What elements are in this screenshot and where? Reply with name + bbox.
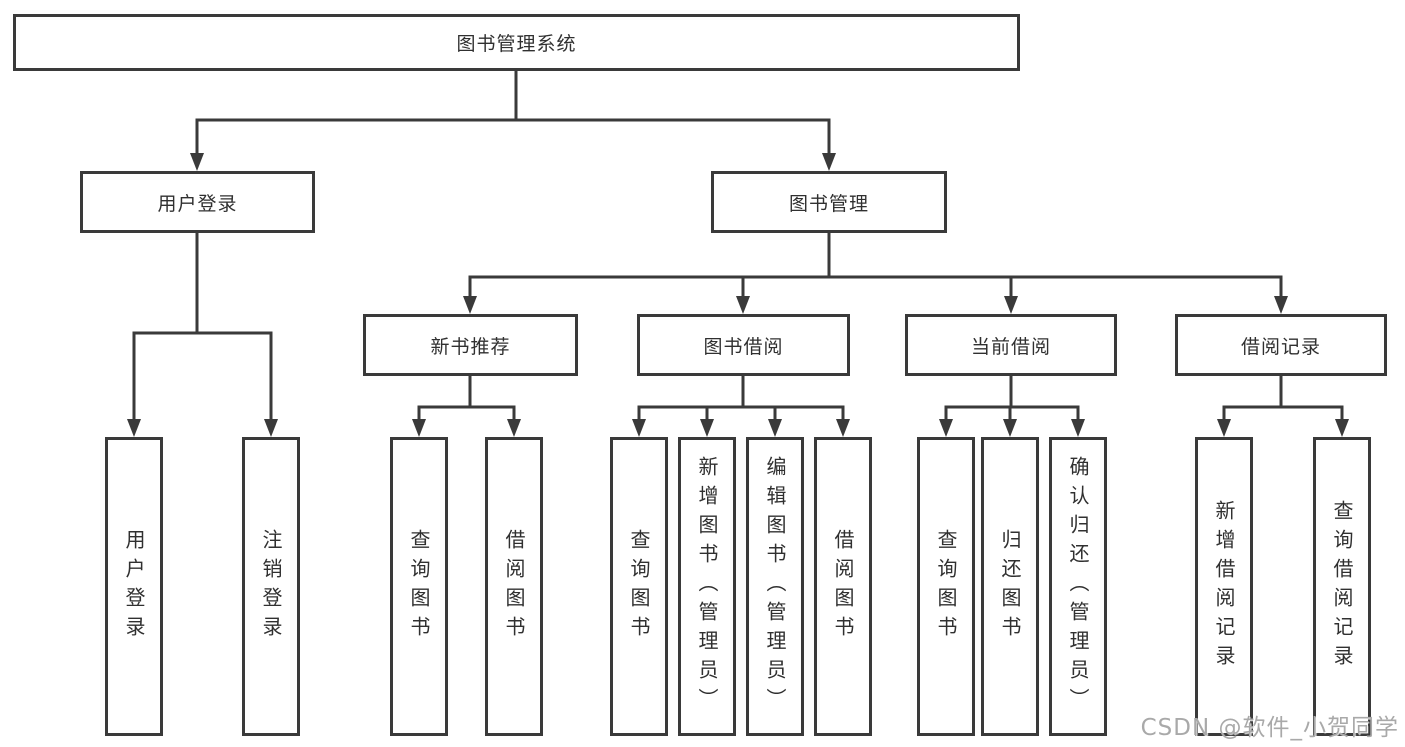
node-system-root: 图书管理系统 [13,14,1020,71]
csdn-watermark: CSDN @软件_小贺同学 [1140,715,1399,741]
leaf-label: 确认归还（管理员） [1066,456,1090,717]
leaf-new-books-borrow: 借阅图书 [485,437,543,736]
node-book-borrow: 图书借阅 [637,314,850,376]
node-borrow-records: 借阅记录 [1175,314,1387,376]
leaf-label: 注销登录 [259,528,283,645]
leaf-current-confirm-return-admin: 确认归还（管理员） [1049,437,1107,736]
leaf-label: 查询图书 [934,528,958,645]
leaf-label: 编辑图书（管理员） [763,456,787,717]
node-new-book-recommend: 新书推荐 [363,314,578,376]
leaf-current-return: 归还图书 [981,437,1039,736]
leaf-label: 新增借阅记录 [1212,499,1236,674]
leaf-new-books-query: 查询图书 [390,437,448,736]
leaf-logout: 注销登录 [242,437,300,736]
leaf-current-query: 查询图书 [917,437,975,736]
leaf-label: 用户登录 [122,528,146,645]
leaf-label: 查询图书 [627,528,651,645]
leaf-borrow-add-book-admin: 新增图书（管理员） [678,437,736,736]
leaf-user-login: 用户登录 [105,437,163,736]
leaf-label: 查询借阅记录 [1330,499,1354,674]
leaf-label: 借阅图书 [502,528,526,645]
leaf-borrow-edit-book-admin: 编辑图书（管理员） [746,437,804,736]
node-book-management: 图书管理 [711,171,947,233]
leaf-borrow-borrow-book: 借阅图书 [814,437,872,736]
node-user-login: 用户登录 [80,171,315,233]
node-current-borrow: 当前借阅 [905,314,1117,376]
leaf-label: 查询图书 [407,528,431,645]
leaf-records-add: 新增借阅记录 [1195,437,1253,736]
leaf-label: 新增图书（管理员） [695,456,719,717]
leaf-label: 借阅图书 [831,528,855,645]
leaf-borrow-query: 查询图书 [610,437,668,736]
leaf-label: 归还图书 [998,528,1022,645]
leaf-records-query: 查询借阅记录 [1313,437,1371,736]
